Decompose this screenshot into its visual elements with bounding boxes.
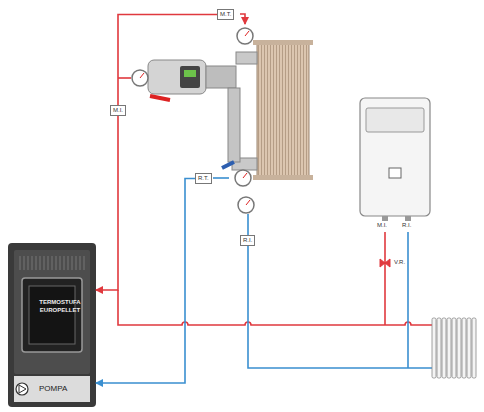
node-title: M.I.: [113, 107, 123, 113]
supply-pipe: [240, 14, 245, 24]
grille-slot: [28, 256, 29, 270]
grille-slot: [68, 256, 69, 270]
radiator-column: [457, 318, 461, 378]
pipe-label: M.I.: [376, 222, 388, 229]
grille-slot: [24, 256, 25, 270]
exchanger-frame: [253, 175, 313, 180]
pipe-tag: M.T.: [217, 9, 234, 20]
boiler-display: [389, 168, 401, 178]
radiator-column: [462, 318, 466, 378]
red-valve-handle: [150, 96, 170, 100]
node-title: TERMOSTUFA EUROPELLET: [38, 298, 82, 314]
circulator-head: [180, 66, 200, 88]
stove-body: [8, 243, 96, 407]
grille-slot: [20, 256, 21, 270]
radiator-column: [437, 318, 441, 378]
stove-box: TERMOSTUFA EUROPELLET POMPA: [8, 243, 96, 407]
supply-pipe: [96, 116, 118, 290]
radiator-column: [452, 318, 456, 378]
stove-door: [22, 278, 82, 352]
grille-slot: [32, 256, 33, 270]
return-pipe: [96, 179, 195, 384]
pipe-fitting: [228, 88, 240, 162]
stove-window: [29, 286, 75, 344]
plate-heat-exchanger: [257, 42, 309, 178]
pipe-label: R.I.: [401, 222, 412, 229]
gauge: [235, 170, 251, 186]
grille-slot: [80, 256, 81, 270]
radiator-column: [467, 318, 471, 378]
node-title: M.T.: [220, 11, 231, 17]
valve-symbol: [380, 259, 390, 267]
radiator-column: [447, 318, 451, 378]
grille-slot: [56, 256, 57, 270]
gauge-needle: [140, 73, 144, 78]
return-pipe: [248, 214, 432, 368]
gauge: [238, 197, 254, 213]
grille-slot: [60, 256, 61, 270]
gauge-needle: [243, 173, 247, 178]
supply-pipe: [118, 77, 131, 79]
gauge-needle: [245, 31, 249, 36]
gauge: [237, 28, 253, 44]
grille-slot: [36, 256, 37, 270]
radiator: [432, 318, 476, 378]
pump-symbol: [16, 383, 28, 395]
node-title: R.I.: [243, 237, 252, 243]
circulator: [148, 60, 206, 94]
blue-valve-handle: [222, 162, 234, 168]
grille-slot: [52, 256, 53, 270]
boiler: [360, 98, 430, 216]
pipe-tag: R.T.: [195, 173, 212, 184]
pump-symbol-triangle: [19, 385, 26, 393]
pipe-tag: M.I.: [110, 105, 126, 116]
stove-grille: [20, 256, 84, 270]
node-subtitle: POMPA: [39, 384, 89, 393]
radiator-column: [432, 318, 436, 378]
supply-pipe: [384, 232, 386, 325]
stove-base: [14, 376, 90, 402]
return-pipe: [407, 232, 409, 368]
pipe-fitting: [206, 66, 236, 88]
gauge: [132, 70, 148, 86]
boiler-panel: [366, 108, 424, 132]
circulator-display: [184, 70, 196, 77]
pipe-tag: R.I.: [240, 235, 255, 246]
grille-slot: [76, 256, 77, 270]
fitting: [236, 52, 257, 64]
supply-pipe: [118, 15, 217, 106]
gauges: [132, 28, 254, 213]
stove-panel: [14, 250, 90, 374]
radiator-column: [472, 318, 476, 378]
grille-slot: [72, 256, 73, 270]
node-title: R.T.: [198, 175, 209, 181]
grille-slot: [44, 256, 45, 270]
pipe-label: V.R.: [393, 259, 406, 266]
grille-slot: [40, 256, 41, 270]
grille-slot: [84, 256, 85, 270]
return-pipe: [213, 177, 229, 179]
gauge-needle: [246, 200, 250, 205]
boiler-stub: [382, 216, 388, 221]
exchanger-frame: [253, 40, 313, 45]
radiator-column: [442, 318, 446, 378]
grille-slot: [64, 256, 65, 270]
boiler-stub: [405, 216, 411, 221]
grille-slot: [48, 256, 49, 270]
